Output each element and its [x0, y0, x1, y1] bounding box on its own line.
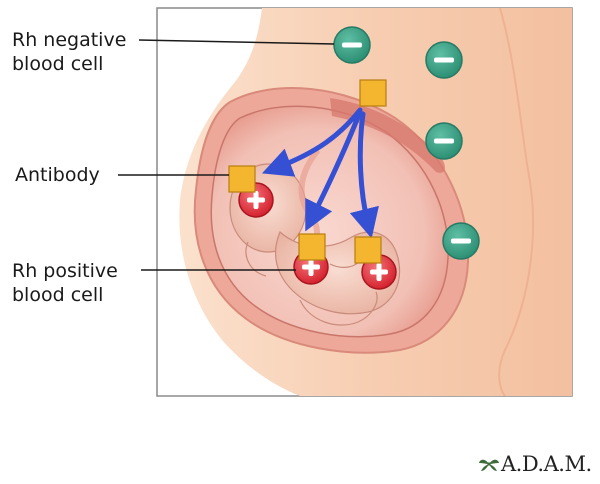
antibody-flow-arrows: [261, 107, 379, 239]
label-rh-negative-blood-cell: Rh negative blood cell: [12, 28, 126, 76]
antibody-square-icon: [359, 79, 387, 107]
minus-cell-icon: [425, 41, 463, 79]
leader-rh-negative: [138, 39, 335, 45]
minus-cell-icon: [333, 26, 371, 64]
leader-lines: [118, 39, 335, 271]
label-rh-positive-blood-cell: Rh positive blood cell: [12, 259, 118, 307]
label-rh-negative-line1: Rh negative: [12, 29, 127, 51]
leaf-logo-icon: [479, 459, 499, 471]
label-rh-negative-line2: blood cell: [12, 53, 104, 75]
antibodies: [228, 79, 387, 264]
minus-cell-icon: [442, 222, 480, 260]
body-contour: [498, 8, 535, 396]
antibody-square-icon: [354, 236, 382, 264]
arrow-to-right-cell: [349, 111, 379, 239]
arrow-to-left-cell: [261, 107, 363, 177]
label-rh-positive-line1: Rh positive: [12, 260, 118, 282]
label-antibody: Antibody: [15, 164, 100, 186]
minus-cell-icon: [425, 122, 463, 160]
arrow-to-middle-cell: [305, 109, 363, 232]
rh-negative-cells: [333, 26, 480, 260]
adam-logo: A.D.A.M.: [478, 452, 592, 476]
antibody-square-icon: [298, 233, 326, 261]
label-rh-positive-line2: blood cell: [12, 284, 104, 306]
antibody-square-icon: [228, 165, 256, 193]
brand-text: A.D.A.M.: [501, 452, 592, 476]
